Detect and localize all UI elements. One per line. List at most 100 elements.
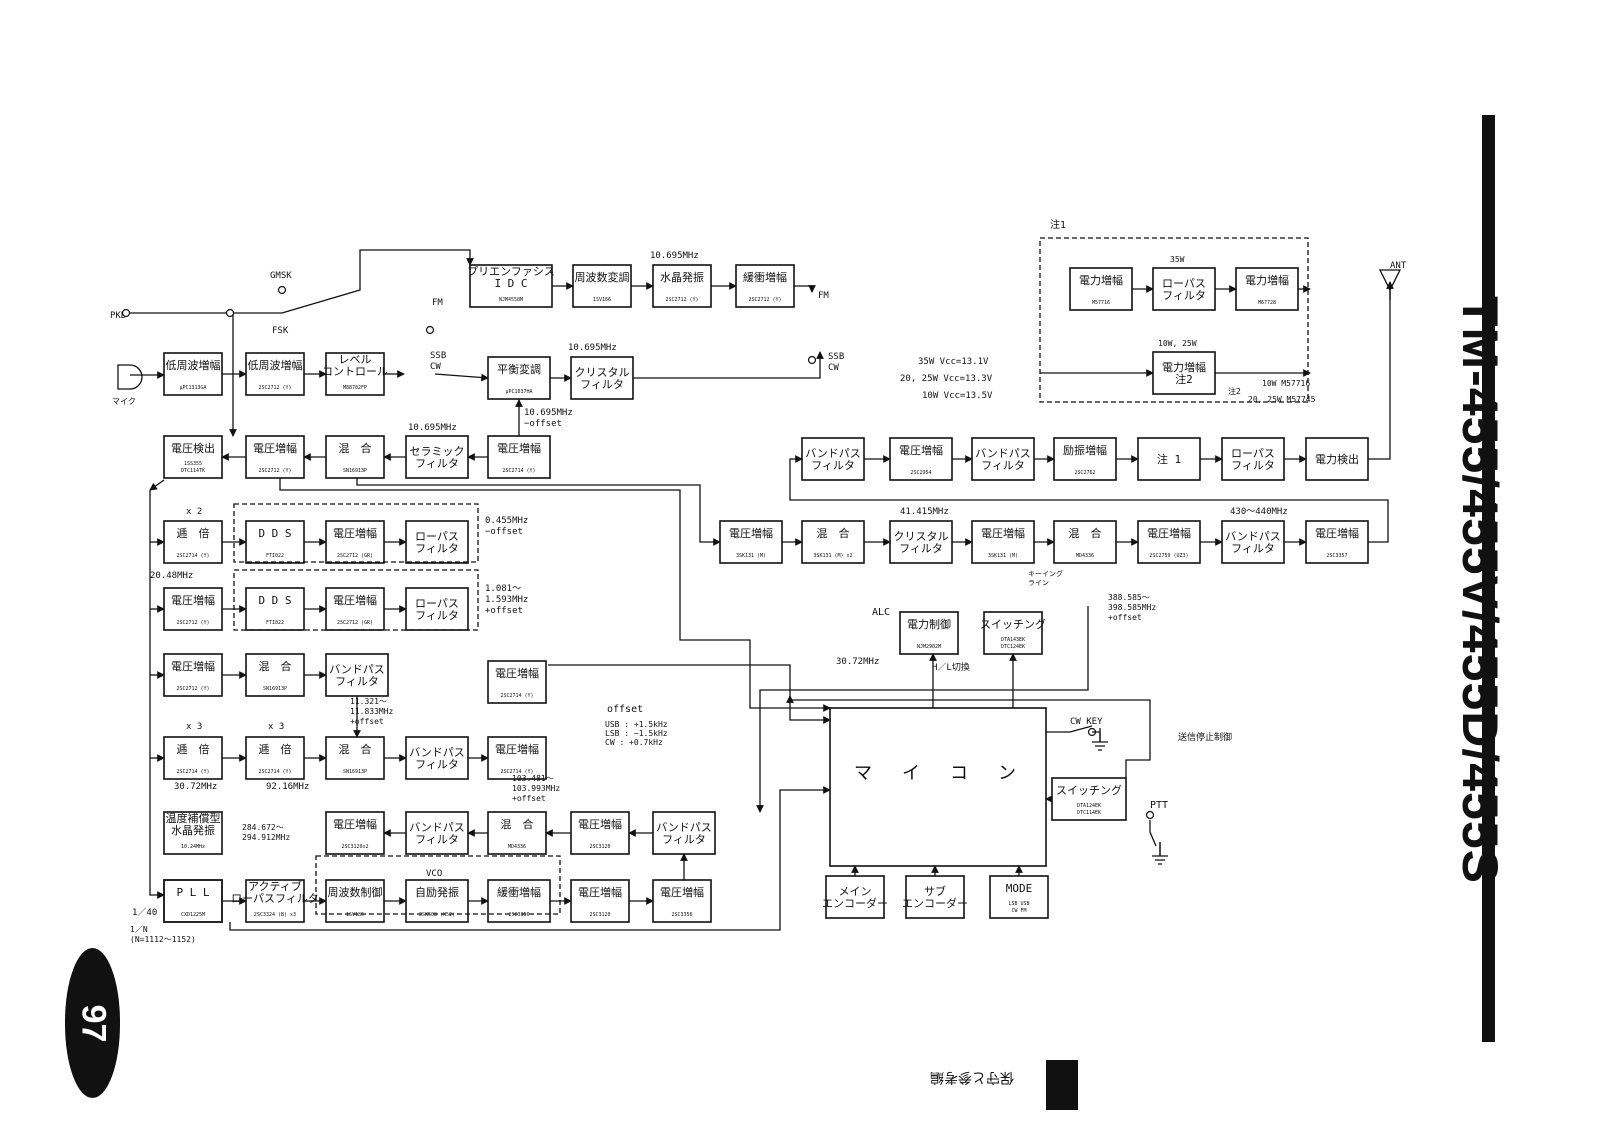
- block-label: 緩衝増幅: [743, 270, 787, 284]
- label-f0455: 0.455MHz: [485, 516, 528, 526]
- block-part-number: 2SK508 (K52): [419, 912, 455, 918]
- block-label: ローパス: [415, 597, 459, 610]
- block-label: スイッチング: [1056, 783, 1122, 797]
- block-label: 電圧増幅: [497, 442, 541, 455]
- block-part-number: 2SC2712 (GR): [337, 553, 373, 559]
- block-part-number: DTA124EK: [1077, 803, 1101, 809]
- dashed-group: [233, 569, 479, 631]
- signal-wire: [1368, 281, 1394, 460]
- label-fsk: FSK: [272, 326, 289, 336]
- block-label: 逓 倍: [177, 742, 210, 756]
- block-label: I D C: [494, 277, 527, 290]
- block-label: D D S: [258, 594, 291, 607]
- block-label: 逓 倍: [177, 526, 210, 540]
- block-label: バンドパス: [1225, 530, 1281, 543]
- block-label: 水晶発振: [171, 823, 215, 837]
- block-label: ローパス: [1162, 277, 1206, 290]
- chapter-footer-text: 保守と参考編: [930, 1069, 1014, 1085]
- block-xtal-osc: 水晶発振 2SC2712 (Y): [652, 264, 712, 308]
- block-label: 温度補償型: [166, 811, 221, 825]
- label-note1: 注1: [1050, 218, 1066, 231]
- block-part-number: MD4336: [508, 844, 526, 850]
- block-label: アクティブ: [248, 879, 302, 893]
- block-label: ローパス: [1231, 447, 1275, 460]
- block-micom: マ イ コ ン: [829, 707, 1047, 867]
- block-label: 電圧増幅: [660, 886, 704, 899]
- block-label: 電圧検出: [171, 441, 215, 455]
- block-note1-ref: 注 1: [1137, 437, 1201, 481]
- page-number: 97: [73, 1004, 112, 1042]
- block-part-number: 2SC3357: [1326, 553, 1347, 559]
- label-f0455: −offset: [485, 527, 523, 537]
- label-f2048: 20.48MHz: [150, 571, 193, 581]
- block-part-number: 1SS355: [184, 461, 202, 467]
- block-label: 注 1: [1157, 452, 1181, 466]
- label-f11321: 11.833MHz: [350, 707, 394, 716]
- block-label: 電力増幅: [1162, 361, 1206, 374]
- block-label: ローパスフィルタ: [231, 892, 319, 905]
- label-f430: 430〜440MHz: [1230, 507, 1288, 517]
- block-part-number: 2SC2714 (Y): [258, 769, 291, 775]
- block-label: 混 合: [259, 659, 292, 673]
- block-label: フィルタ: [335, 675, 379, 688]
- block-pwr-det: 電力検出: [1305, 437, 1369, 481]
- signal-wire: [756, 606, 1089, 813]
- label-f10695b: 10.695MHz: [568, 343, 617, 353]
- cw-key-switch-icon: [1046, 725, 1101, 742]
- block-part-number: NJM2902M: [917, 644, 941, 650]
- block-label: 水晶発振: [660, 270, 704, 284]
- page-number-badge: 97: [65, 948, 120, 1098]
- block-label: スイッチング: [980, 617, 1046, 631]
- block-label: バンドパス: [975, 447, 1031, 460]
- block-label: 電圧増幅: [333, 594, 377, 607]
- block-label: フィルタ: [415, 457, 459, 470]
- block-lpf2: ローパスフィルタ: [405, 587, 469, 631]
- block-dbl3: 逓 倍 2SC2714 (Y): [245, 736, 305, 780]
- block-label: 周波数制御: [328, 885, 383, 899]
- block-part-number: 2SC2714 (Y): [502, 468, 535, 474]
- block-label: 電圧増幅: [171, 660, 215, 673]
- label-offset-cw: CW : +0.7kHz: [605, 738, 663, 747]
- label-divn: 1／N: [130, 925, 148, 934]
- block-part-number: 2SC2712 (Y): [665, 297, 698, 303]
- block-lpf1: ローパスフィルタ: [405, 520, 469, 564]
- block-label: 周波数変調: [575, 270, 630, 284]
- block-part-number: 2SC2712 (Y): [258, 468, 291, 474]
- label-divn: (N=1112〜1152): [130, 935, 196, 944]
- block-part-number: 3SK131 (M): [736, 553, 766, 559]
- block-label: 逓 倍: [259, 742, 292, 756]
- label-f10695c: 10.695MHz: [408, 423, 457, 433]
- block-label: 自励発振: [415, 885, 459, 899]
- block-label: 低周波増幅: [248, 359, 303, 372]
- block-label: フィルタ: [415, 609, 459, 622]
- label-note2-10w: 10W M57716: [1262, 379, 1310, 388]
- block-label: フィルタ: [415, 542, 459, 555]
- label-vco: VCO: [426, 869, 442, 879]
- block-part-number: 2SC2762: [1074, 470, 1095, 476]
- block-part-number: 2SC3120: [589, 844, 610, 850]
- label-f11321: +offset: [350, 717, 384, 726]
- block-label: フィルタ: [811, 459, 855, 472]
- label-note2-mark: 注2: [1228, 386, 1241, 396]
- block-vco-osc: 自励発振 2SK508 (K52): [405, 879, 469, 923]
- block-label: バンドパス: [805, 447, 861, 460]
- dashed-group: [233, 503, 479, 563]
- block-rx-lpf: ローパスフィルタ: [1221, 437, 1285, 481]
